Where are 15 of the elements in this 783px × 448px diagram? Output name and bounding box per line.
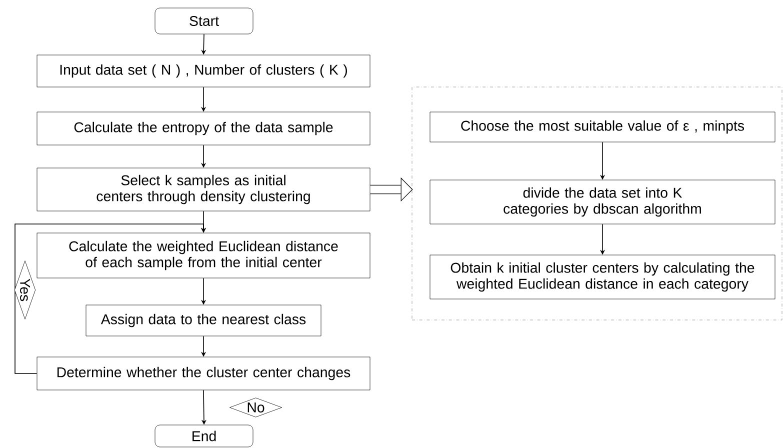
process-box: Choose the most suitable value of ε , minpts xyxy=(430,112,776,142)
terminal-box: Start xyxy=(154,8,254,34)
edge-label: Yes xyxy=(14,260,36,320)
process-box: Select k samples as initial centers through density clustering xyxy=(36,168,370,212)
process-box: divide the data set into K categories by dbscan algorithm xyxy=(430,180,776,224)
edge-label: No xyxy=(230,398,282,418)
process-box: Assign data to the nearest class xyxy=(86,304,322,336)
process-box: Calculate the entropy of the data sample xyxy=(36,112,370,146)
process-box: Determine whether the cluster center changes xyxy=(36,356,370,390)
dashed-group-box xyxy=(412,86,782,320)
process-box: Calculate the weighted Euclidean distance of each sample from the initial center xyxy=(36,232,370,278)
loop-arrow xyxy=(14,224,206,374)
terminal-box: End xyxy=(154,424,254,448)
process-box: Input data set ( N ) , Number of clusters ( K ) xyxy=(36,54,370,88)
process-box: Obtain k initial cluster centers by calculating the weighted Euclidean distance in each category xyxy=(430,254,776,300)
